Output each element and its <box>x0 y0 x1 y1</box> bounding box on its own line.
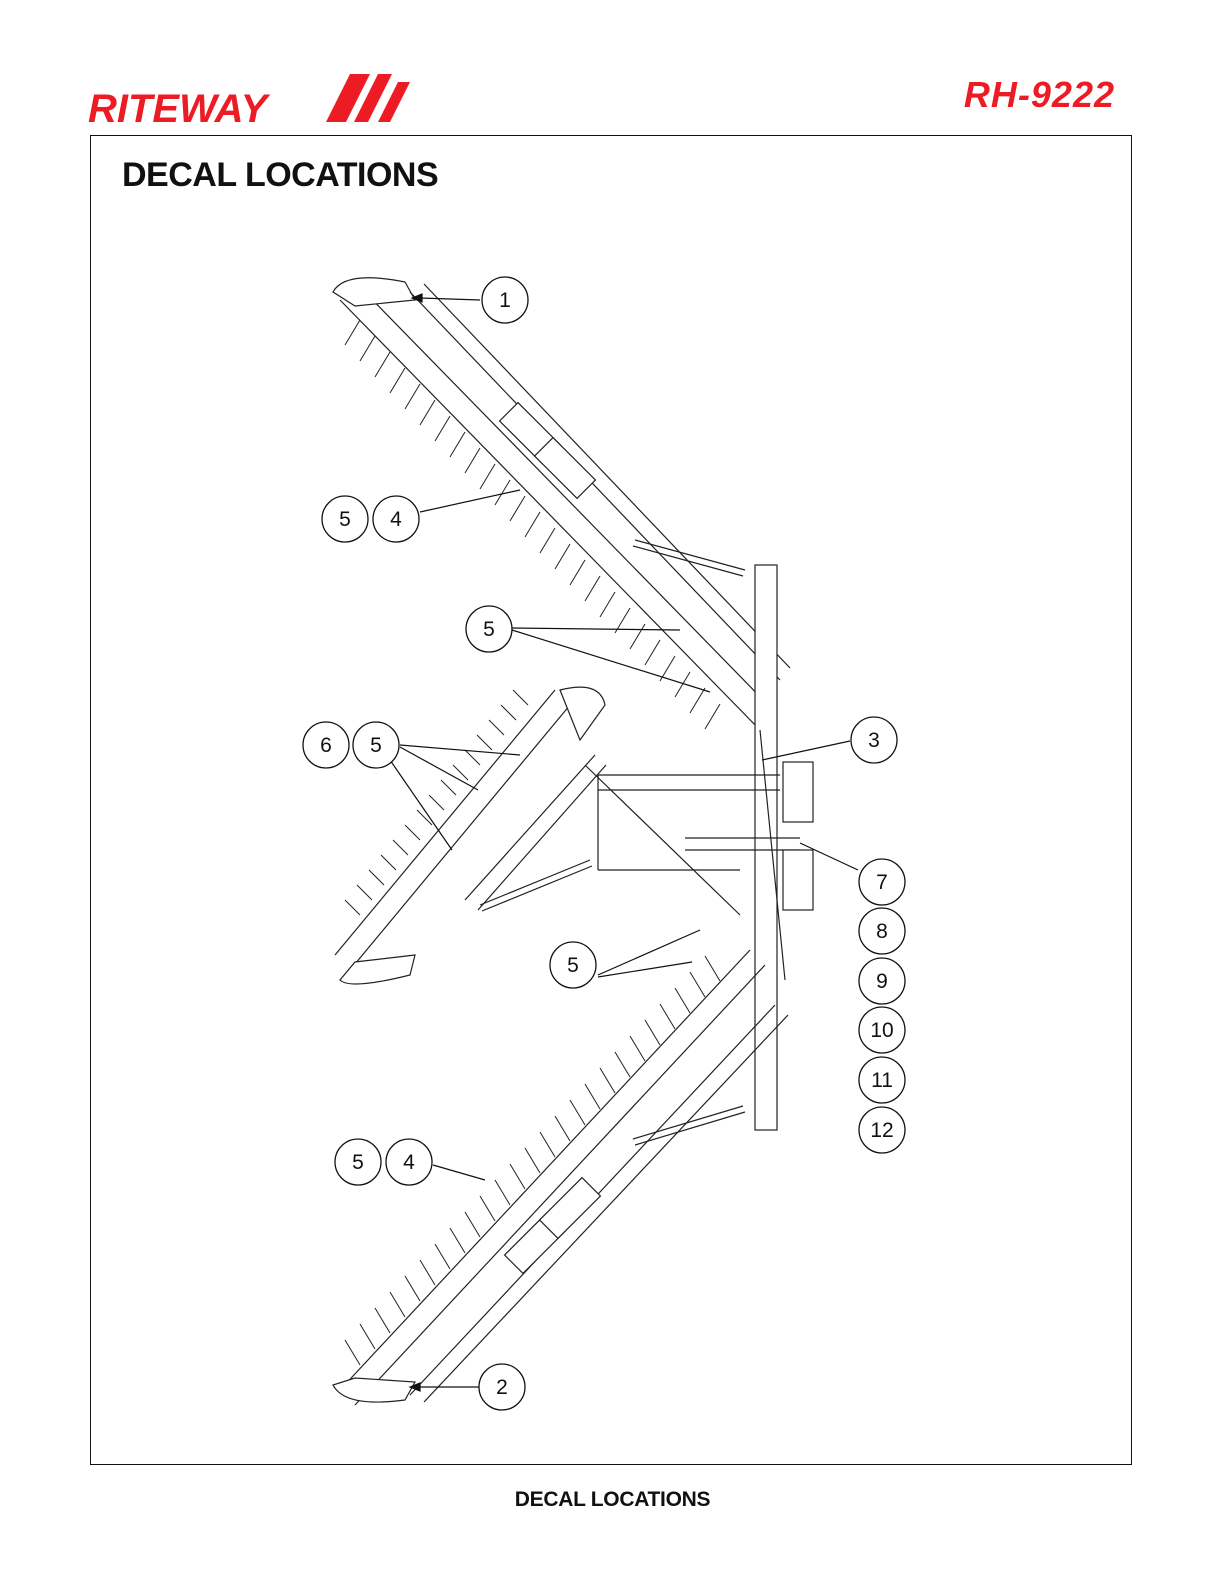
callout-12: 12 <box>859 1107 905 1153</box>
callout-2: 2 <box>479 1364 525 1410</box>
callout-1: 1 <box>482 277 528 323</box>
callout-5-lower-tines: 5 <box>550 942 596 988</box>
callout-7: 7 <box>859 859 905 905</box>
svg-text:12: 12 <box>870 1119 893 1142</box>
callout-5-upper-left: 5 <box>322 496 368 542</box>
callout-5-upper-tines: 5 <box>466 606 512 652</box>
svg-text:9: 9 <box>876 970 888 993</box>
main-frame <box>585 565 813 1130</box>
callouts: 1 5 4 5 6 5 3 7 8 9 10 11 12 5 5 4 2 <box>303 277 905 1410</box>
svg-text:3: 3 <box>868 729 880 752</box>
callout-5-middle: 5 <box>353 722 399 768</box>
svg-text:5: 5 <box>352 1151 364 1174</box>
callout-8: 8 <box>859 908 905 954</box>
svg-text:7: 7 <box>876 871 888 894</box>
svg-text:8: 8 <box>876 920 888 943</box>
svg-text:5: 5 <box>370 734 382 757</box>
callout-3: 3 <box>851 717 897 763</box>
svg-text:5: 5 <box>339 508 351 531</box>
svg-text:11: 11 <box>871 1069 893 1092</box>
callout-6: 6 <box>303 722 349 768</box>
callout-9: 9 <box>859 958 905 1004</box>
callout-4-upper: 4 <box>373 496 419 542</box>
svg-text:4: 4 <box>403 1151 415 1174</box>
callout-11: 11 <box>859 1057 905 1103</box>
svg-text:6: 6 <box>320 734 332 757</box>
svg-text:5: 5 <box>483 618 495 641</box>
svg-text:2: 2 <box>496 1376 508 1399</box>
callout-4-lower: 4 <box>386 1139 432 1185</box>
leader-lines <box>390 294 858 1391</box>
page-footer: DECAL LOCATIONS <box>0 1488 1225 1512</box>
rake-drawing <box>333 278 813 1405</box>
callout-10: 10 <box>859 1007 905 1053</box>
svg-text:1: 1 <box>499 289 511 312</box>
svg-text:4: 4 <box>390 508 402 531</box>
svg-text:5: 5 <box>567 954 579 977</box>
callout-5-lower-left: 5 <box>335 1139 381 1185</box>
svg-text:10: 10 <box>870 1019 893 1042</box>
